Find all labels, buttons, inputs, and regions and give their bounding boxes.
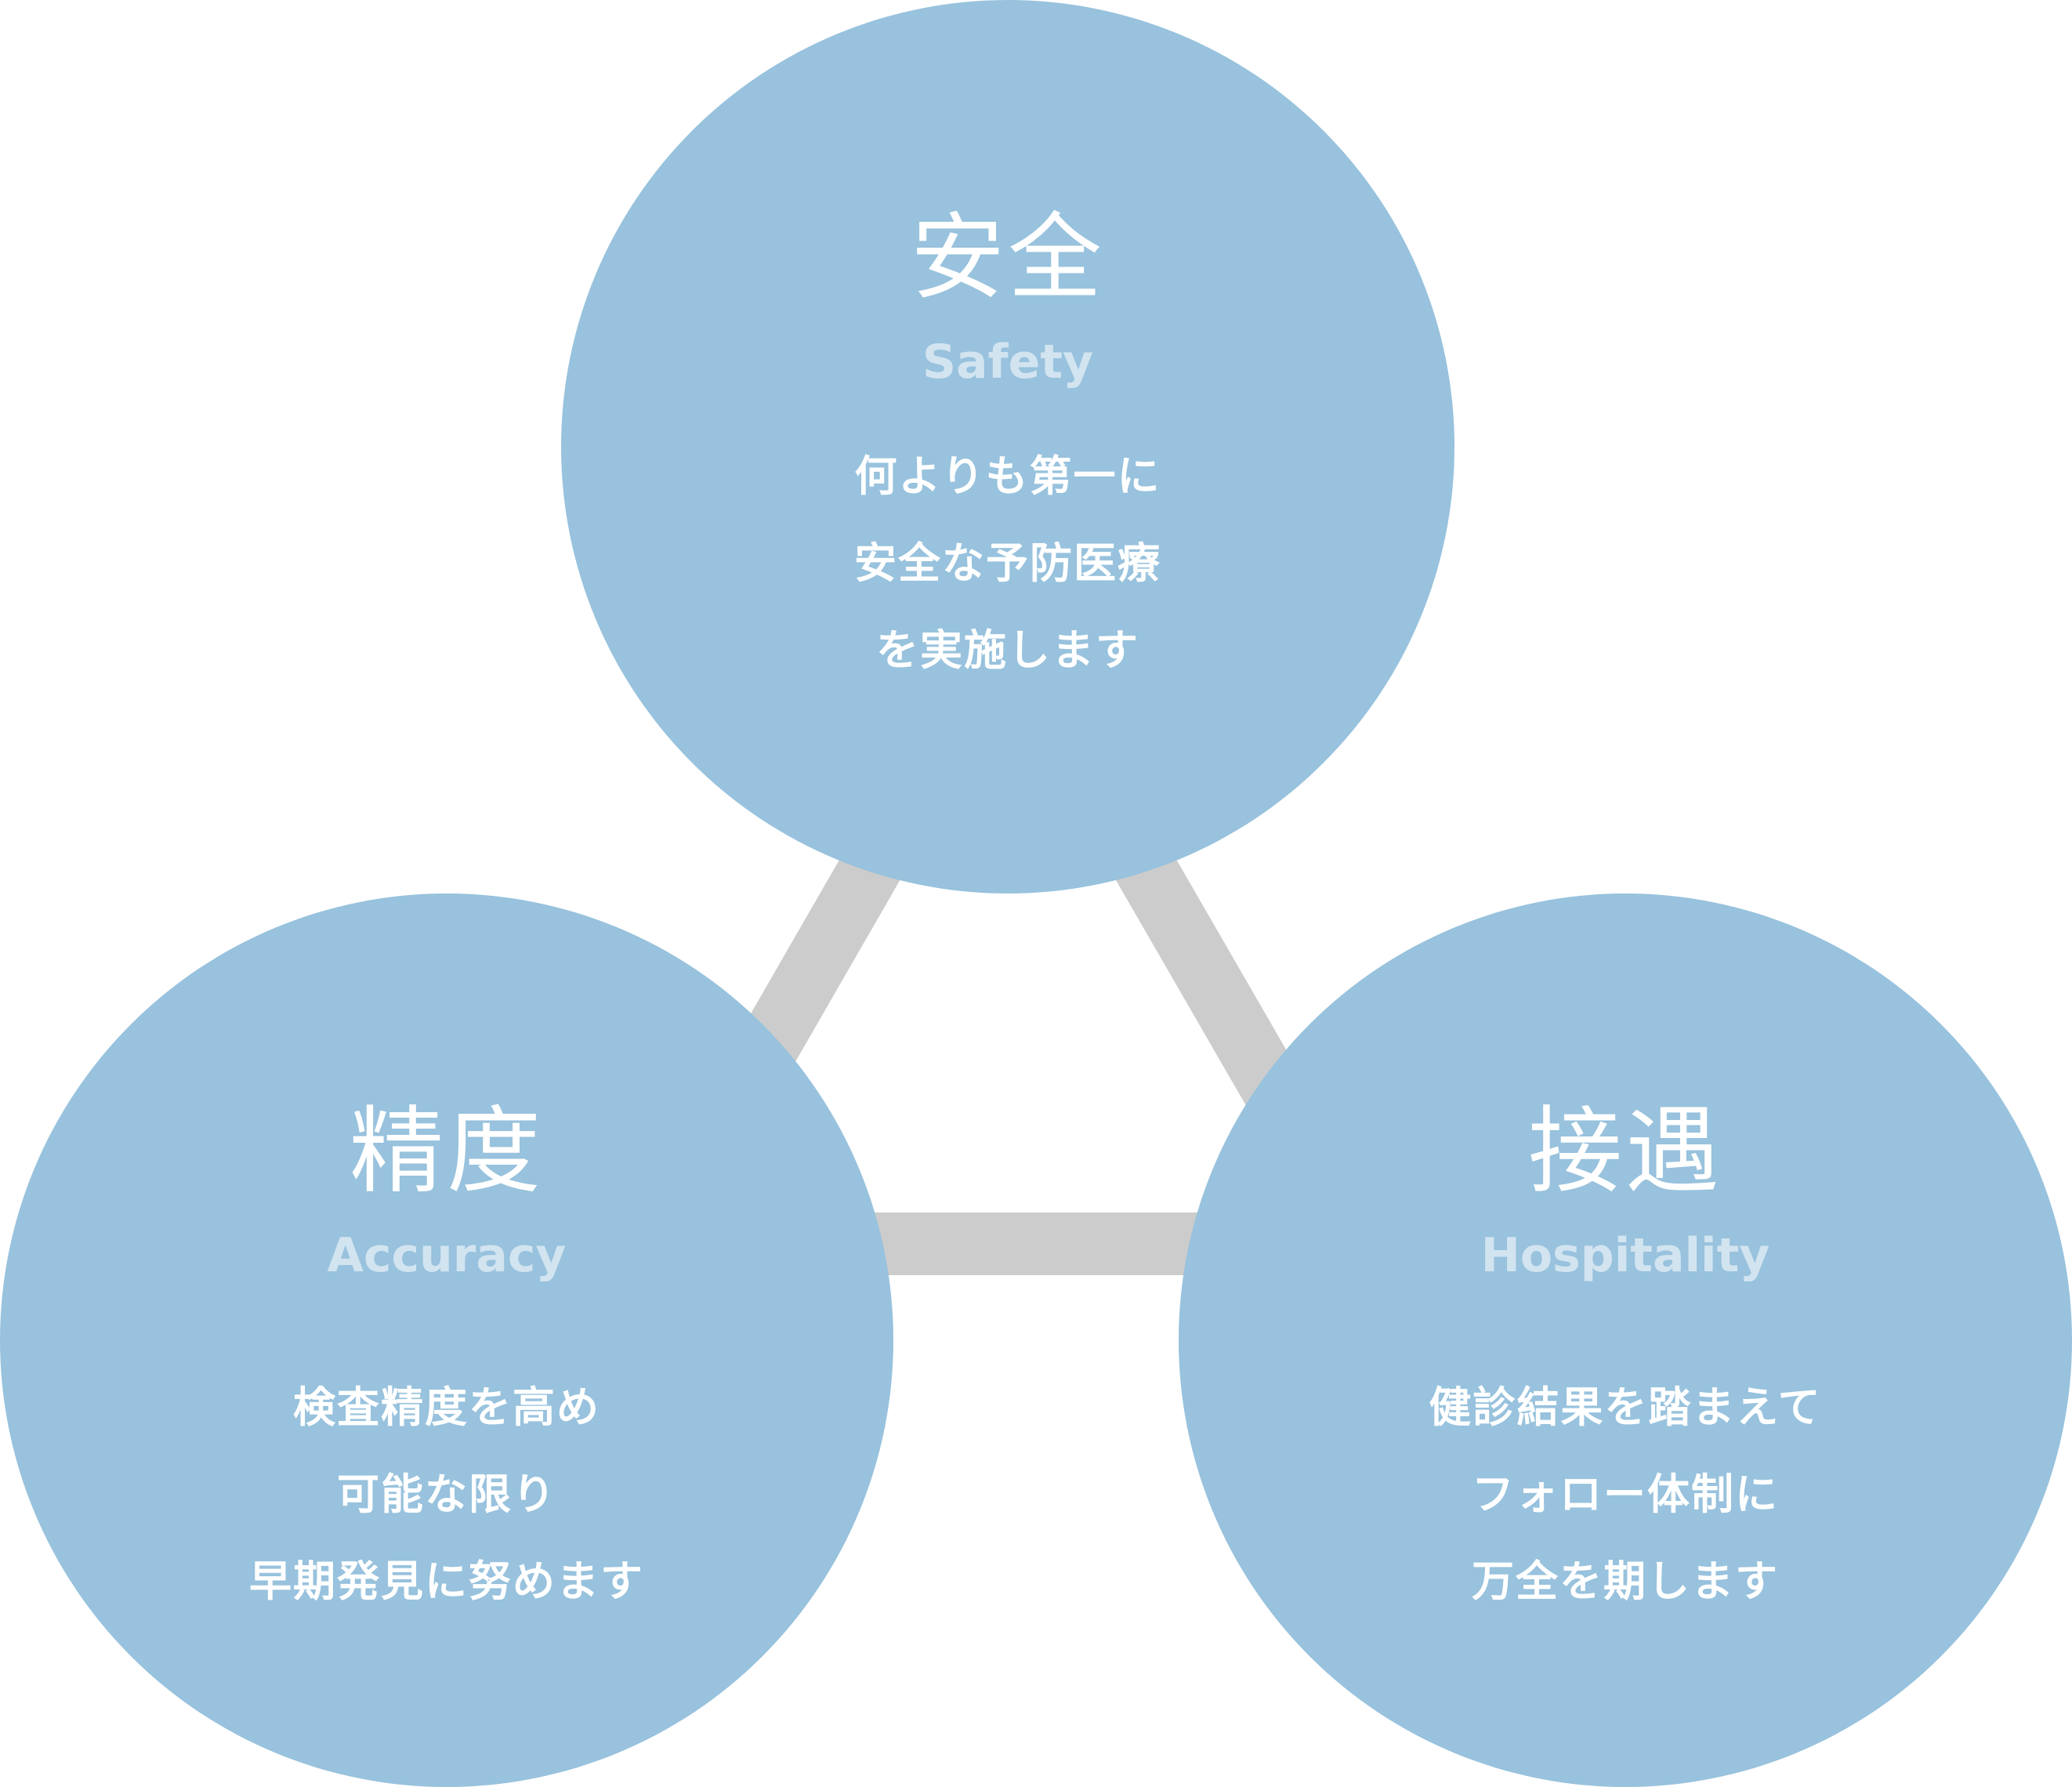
description-line: 万全を期します <box>1472 1557 1779 1606</box>
circle-safety: 安全 Safety 何よりも第一に 安全な予防医療 を実施します <box>561 0 1454 894</box>
accuracy-title: 精度 <box>350 1097 544 1206</box>
circle-accuracy: 精度 Accuracy 検査精度を高め 可能な限り 早期発見に努めます <box>0 894 893 1787</box>
hospitality-description: 健診結果を踏まえて フォロー体制に 万全を期します <box>1179 1364 2072 1625</box>
description-line: を実施します <box>876 625 1139 675</box>
safety-subtitle: Safety <box>922 335 1094 390</box>
description-line: 安全な予防医療 <box>854 538 1161 588</box>
accuracy-description: 検査精度を高め 可能な限り 早期発見に努めます <box>0 1364 893 1625</box>
accuracy-subtitle: Accuracy <box>327 1228 567 1283</box>
triangle-connector-lines <box>600 567 1417 1275</box>
description-line: 検査精度を高め <box>293 1383 600 1432</box>
safety-title: 安全 <box>911 204 1105 313</box>
description-line: 何よりも第一に <box>854 451 1161 501</box>
description-line: 可能な限り <box>337 1470 556 1519</box>
hospitality-title: 接遇 <box>1528 1097 1722 1206</box>
circle-hospitality: 接遇 Hospitality 健診結果を踏まえて フォロー体制に 万全を期します <box>1179 894 2072 1787</box>
description-line: 健診結果を踏まえて <box>1429 1383 1822 1432</box>
description-line: 早期発見に努めます <box>249 1557 644 1606</box>
safety-description: 何よりも第一に 安全な予防医療 を実施します <box>561 433 1454 694</box>
hospitality-subtitle: Hospitality <box>1480 1228 1770 1283</box>
description-line: フォロー体制に <box>1472 1470 1779 1519</box>
